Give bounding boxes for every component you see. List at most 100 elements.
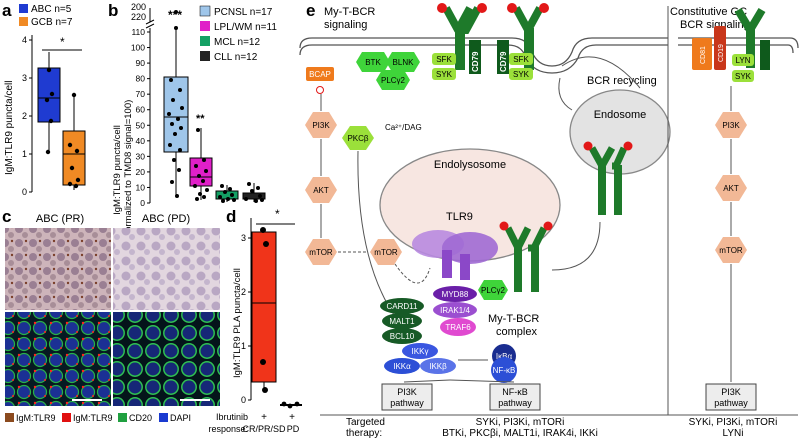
point-gcb [74,148,80,154]
pi3k-gc-pathway-label-1: PI3K [721,387,741,397]
akt-gc-label: AKT [723,184,739,193]
y-b-tick-label: 0 [140,198,145,208]
point-abc [46,67,52,73]
pi3k-gc-label: PI3K [722,121,740,130]
panel-letter-e: e [306,1,315,20]
card11-label: CARD11 [387,302,419,311]
point-gcb [75,177,81,183]
y-b-tick-label: 10 [136,182,146,192]
nfkb-node [491,357,517,383]
significance-d: * [275,207,280,221]
panel-letter-a: a [2,1,12,20]
panel-a: a ABC n=5 GCB n=7 IgM:TLR9 puncta/cell 0… [2,1,86,197]
endosome-label: Endosome [594,109,647,121]
cd19-node [714,26,726,70]
legend-swatch-dapi [159,413,168,422]
legend-label-cll: CLL n=12 [214,52,258,63]
panel-letter-d: d [226,207,236,226]
sfk-node-2 [509,53,533,65]
ikkg-label: IKKγ [412,347,429,356]
therapy-left-1: SYKi, PI3Ki, mTORi [476,417,565,428]
irak-node [433,302,477,318]
therapy-right-1: SYKi, PI3Ki, mTORi [689,417,778,428]
y-b-tick-label: 90 [136,58,146,68]
plcg2-lysosome-node [478,280,508,300]
therapy-label-1: Targeted [346,417,385,428]
bcl10-label: BCL10 [390,332,415,341]
malt1-node [382,313,422,329]
pkcb-label: PKCβ [347,134,368,143]
plcg2-node [376,70,410,90]
legend-label-cd20: CD20 [129,413,152,423]
cd79-label: CD79 [499,51,508,72]
therapy-label-2: therapy: [346,428,382,439]
panel-e: e My-T-BCR signaling Constitutive GC BCR… [299,1,799,439]
y-b-tick-label: 20 [136,167,146,177]
legend-label-dapi: DAPI [170,413,191,423]
ikka-label: IKKα [393,362,411,371]
bcap-node [306,67,334,81]
y-a-tick-label: 4 [22,35,27,45]
point-pd [287,403,293,409]
cd81-label: CD81 [700,46,707,64]
y-d-tick-label: 3 [241,233,246,243]
complex-label-1: My-T-BCR [488,313,539,325]
points-lpl [193,128,209,201]
box-cll [242,192,266,200]
legend-swatch-pla [62,413,71,422]
y-b-tick-label: 100 [131,43,145,53]
surface-bcr: CD79 CD79 [437,3,549,74]
legend-label-ihc: IgM:TLR9 [16,413,56,423]
y-b-tick-label: 110 [131,27,145,37]
myd88-node [433,286,477,302]
box-response [251,231,277,383]
blnk-label: BLNK [393,58,415,67]
y-axis-label-b-line1: IgM:TLR9 puncta/cell [112,125,123,215]
mtor-label: mTOR [309,248,333,257]
y-d-tick-label: 1 [241,341,246,351]
left-kinase-column: PI3K AKT mTOR [305,94,368,265]
legend-swatch-pcnsl [199,5,211,17]
point-gcb [67,181,73,187]
mtor-lysosome-label: mTOR [374,248,398,257]
bcl10-node [382,328,422,344]
legend-label-lpl: LPL/WM n=11 [214,22,277,33]
bcap-label: BCAP [309,70,331,79]
legend-label-mcl: MCL n=12 [214,37,260,48]
y-axis-label-d: IgM:TLR9 PLA puncta/cell [232,268,243,378]
cd19-label: CD19 [718,44,725,62]
syk-gc-label: SYK [735,72,752,81]
title-gc-2: BCR signaling [680,19,750,31]
syk-node-2 [509,68,533,80]
row-label-response: response: [208,424,248,434]
y-a-tick-label: 1 [22,149,27,159]
legend-swatch-cll [200,51,210,61]
box-abc [37,67,61,123]
sfk-label: SFK [436,55,452,64]
legend-label-gcb: GCB n=7 [31,17,73,28]
point-gcb [69,165,75,171]
btk-label: BTK [365,58,381,67]
mtor-node [305,239,337,265]
lyn-label: LYN [736,56,751,65]
tlr9: TLR9 [412,211,498,280]
y-a-tick-label: 2 [22,111,27,121]
tlr9-label: TLR9 [446,211,473,223]
syk-label-2: SYK [513,70,530,79]
therapy-right-2: LYNi [723,428,744,439]
if-image-pd [113,312,220,406]
y-d-tick-label: 2 [241,287,246,297]
col2-top: + [289,412,295,423]
mtor-gc-label: mTOR [719,246,743,255]
panel-letter-c: c [2,207,11,226]
y-b-tick-label: 80 [136,74,146,84]
y-a-tick-label: 3 [22,73,27,83]
y-b-tick-label: 70 [136,89,146,99]
ikba-label: IκBα [496,352,513,361]
pi3k-pathway-label-1: PI3K [397,387,417,397]
sfk-node [432,53,456,65]
blnk-node [386,52,420,72]
if-image-pr [5,312,111,406]
legend-label-abc: ABC n=5 [31,4,72,15]
